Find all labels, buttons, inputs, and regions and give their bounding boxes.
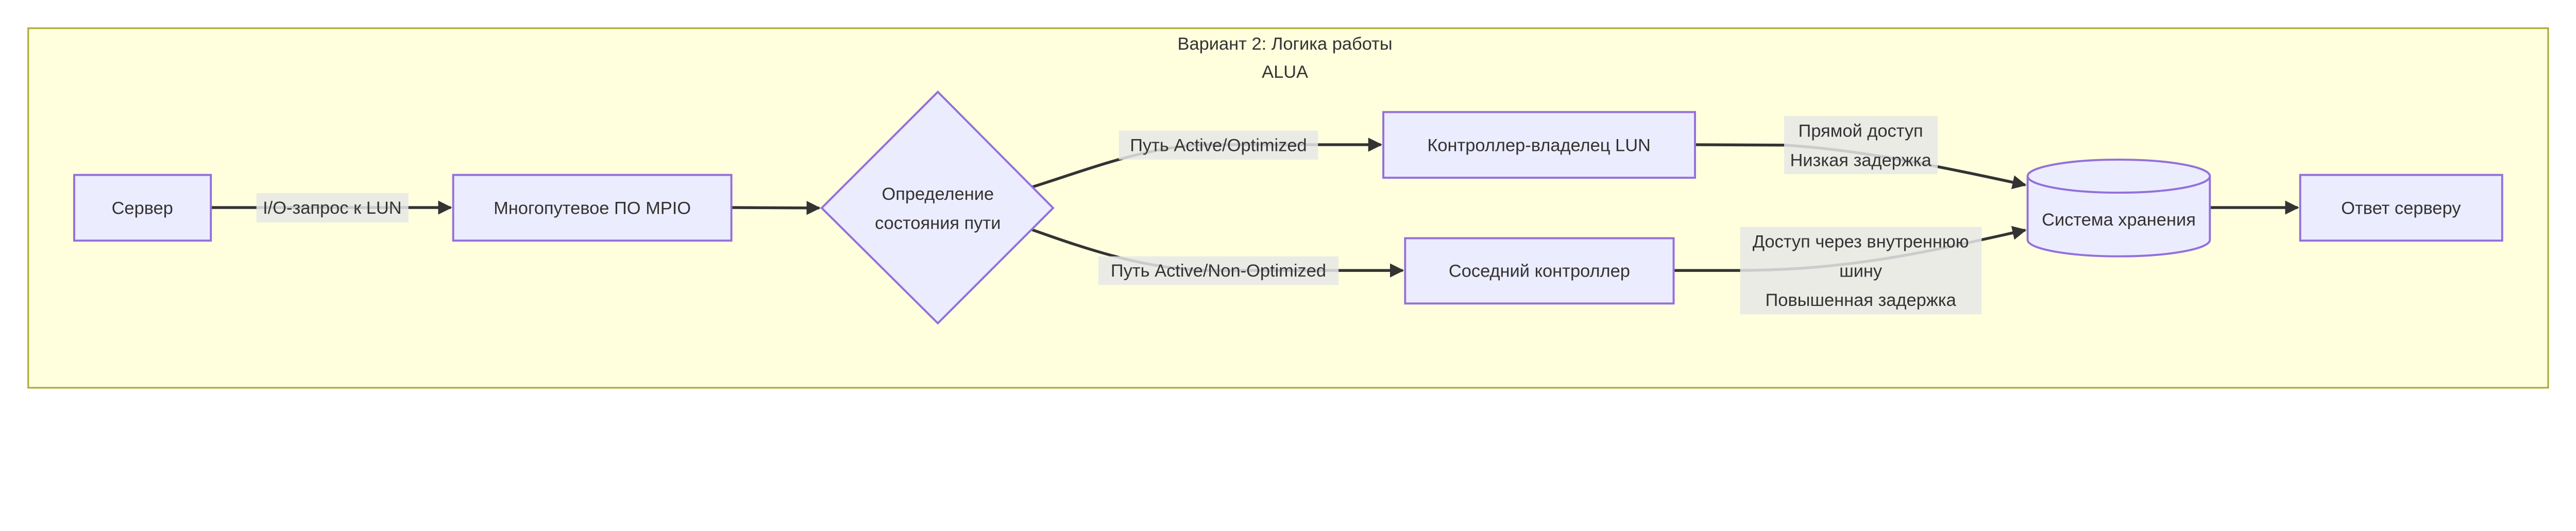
edge-label-text: Низкая задержка [1790, 150, 1931, 170]
edge-label-direct-access: Прямой доступ Низкая задержка [1784, 116, 1938, 175]
node-label: Ответ серверу [2341, 199, 2461, 218]
edge-label-active-non-optimized: Путь Active/Non-Optimized [1098, 256, 1339, 285]
node-label: Контроллер-владелец LUN [1427, 135, 1651, 155]
edge-label-text: Путь Active/Non-Optimized [1111, 261, 1326, 281]
edge-label-text: Путь Active/Optimized [1130, 135, 1307, 155]
edge-label-text: шину [1839, 262, 1883, 281]
node-label: состояния пути [875, 214, 1001, 233]
node-owner-controller[interactable]: Контроллер-владелец LUN [1382, 111, 1696, 179]
subgraph-title-2: ALUA [1262, 62, 1308, 82]
subgraph-title: Вариант 2: Логика работы [1178, 34, 1393, 54]
edge-label-io-request: I/O-запрос к LUN [256, 193, 409, 222]
edge-label-text: Прямой доступ [1799, 121, 1923, 141]
node-label: Сервер [112, 199, 173, 218]
node-label: Многопутевое ПО MPIO [494, 199, 691, 218]
node-label: Определение [882, 184, 994, 204]
edge-label-text: Доступ через внутреннюю [1753, 232, 1969, 252]
node-mpio[interactable]: Многопутевое ПО MPIO [452, 174, 733, 242]
node-label: Соседний контроллер [1449, 262, 1630, 281]
node-neighbor-controller[interactable]: Соседний контроллер [1404, 237, 1675, 305]
node-decision[interactable]: Определение состояния пути [820, 90, 1055, 325]
node-storage-cylinder[interactable]: Система хранения [2026, 158, 2211, 258]
node-server[interactable]: Сервер [73, 174, 212, 242]
edge-label-bus-access: Доступ через внутреннюю шину Повышенная … [1740, 227, 1982, 315]
edge-label-active-optimized: Путь Active/Optimized [1118, 130, 1318, 160]
edge-label-text: Повышенная задержка [1765, 290, 1956, 310]
node-label: Система хранения [2042, 210, 2196, 230]
edge-label-text: I/O-запрос к LUN [263, 198, 401, 218]
node-response[interactable]: Ответ серверу [2299, 174, 2503, 242]
flowchart: Вариант 2: Логика работы ALUA I/O-запрос… [27, 27, 2549, 389]
